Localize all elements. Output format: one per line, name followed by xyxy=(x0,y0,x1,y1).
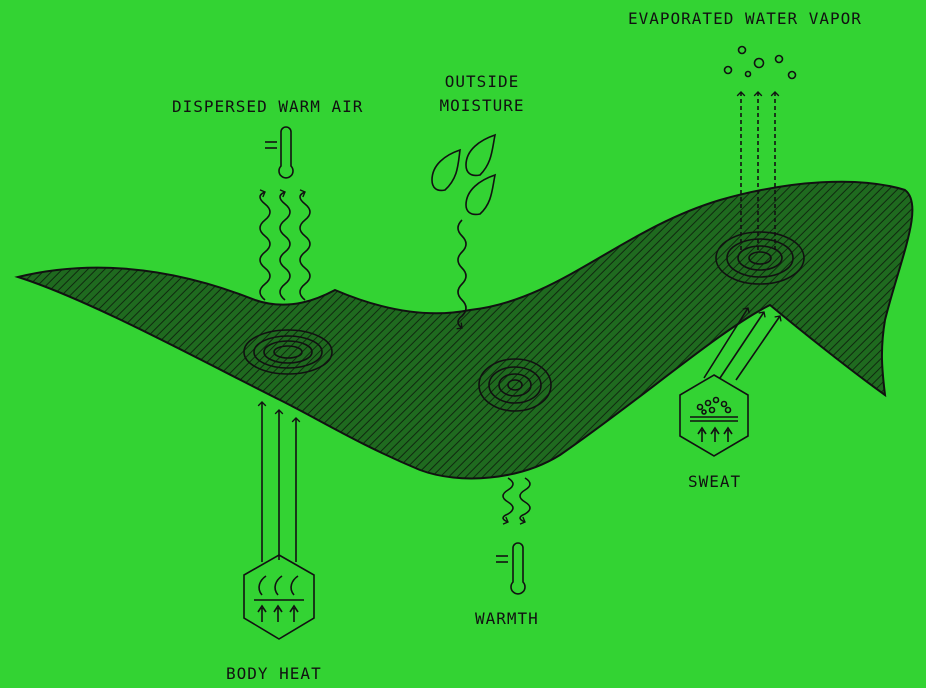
water-drop-icon xyxy=(432,135,495,214)
wavy-arrow-icon xyxy=(503,478,513,522)
label-evaporated-water-vapor: EVAPORATED WATER VAPOR xyxy=(628,8,862,30)
label-warmth: WARMTH xyxy=(475,608,539,630)
label-dispersed-warm-air: DISPERSED WARM AIR xyxy=(172,96,363,118)
wavy-arrow-icon xyxy=(520,478,530,522)
wavy-arrow-icon xyxy=(280,192,290,300)
hexagon-body-heat-icon xyxy=(244,555,314,639)
sweat-arrow-3 xyxy=(736,316,780,380)
fabric-layer xyxy=(18,182,912,479)
bubble-icon xyxy=(725,47,796,79)
label-outside-moisture-line2: MOISTURE xyxy=(430,95,534,117)
thermometer-icon xyxy=(496,543,525,594)
wavy-arrow-icon xyxy=(300,192,310,300)
label-sweat: SWEAT xyxy=(688,471,741,493)
thermometer-icon xyxy=(265,127,293,178)
hexagon-sweat-icon xyxy=(680,375,748,456)
wavy-arrow-icon xyxy=(260,192,270,300)
label-body-heat: BODY HEAT xyxy=(226,663,322,685)
label-outside-moisture-line1: OUTSIDE xyxy=(430,71,534,93)
